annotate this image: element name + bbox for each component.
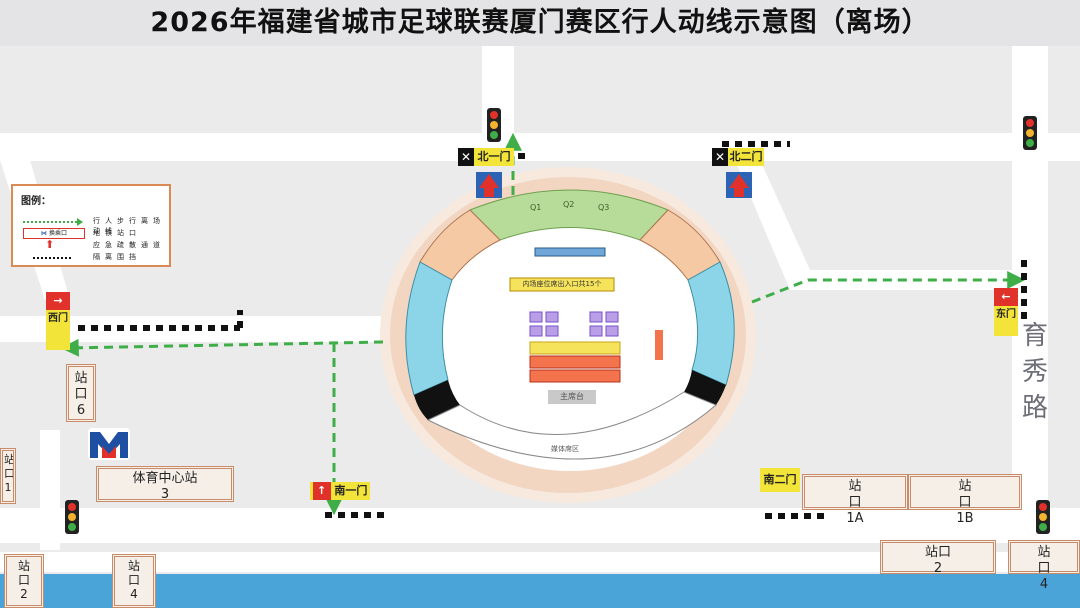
gate-south-2[interactable]: 南二门	[760, 468, 800, 492]
legend-panel: 图例： 行人步行离场动线 ⋈ 换乘口 地铁站口 ⬆ 应急疏散通道 隔离围挡	[11, 184, 171, 267]
red-up-arrow-icon: ⬆	[45, 238, 55, 251]
station-exit-1: 站口1	[0, 448, 16, 504]
pitch-top-strip	[534, 247, 606, 257]
metro-gate-icon: ⋈ 换乘口	[23, 228, 85, 239]
gate-east[interactable]: ← 东门	[994, 288, 1018, 336]
south-arrow-icon: ↑	[312, 482, 331, 500]
south-left-road	[40, 430, 60, 550]
station-exit-1b: 站口1B	[908, 474, 1022, 526]
stadium-entry-notice: 内场座位席出入口共15个	[522, 280, 602, 288]
route-east	[751, 271, 1026, 304]
river	[0, 574, 1080, 608]
green-dotted-arrow-icon	[23, 218, 83, 226]
station-exit-2: 站口2	[4, 554, 44, 608]
road-name-label: 育秀路	[1021, 321, 1048, 423]
north-stand-label: Q1	[530, 203, 542, 212]
metro-logo-icon	[88, 428, 130, 460]
station-exit-1a: 站口1A	[802, 474, 908, 526]
station-exit-4-right: 站口4	[1008, 540, 1080, 592]
traffic-light-sw	[65, 500, 79, 534]
side-label	[655, 330, 663, 360]
east-diagonal-road	[735, 160, 1012, 290]
traffic-light-east	[1023, 116, 1037, 150]
red-arrow-north-1	[479, 174, 499, 197]
traffic-light-se	[1036, 500, 1050, 534]
stadium-main-stage: 主席台	[560, 392, 584, 401]
station-exit-6: 站口6	[66, 364, 96, 422]
stadium	[380, 167, 756, 503]
legend-heading: 图例：	[21, 196, 51, 207]
west-arrow-icon: →	[46, 292, 70, 310]
gate-west[interactable]: → 西门	[46, 292, 70, 350]
traffic-light-north	[487, 108, 501, 142]
station-exit-2-right: 站口2	[880, 540, 996, 576]
seat-block-purple	[529, 311, 619, 337]
legend-item: 行人步行离场动线	[23, 216, 168, 235]
black-dotted-line-icon	[33, 257, 73, 259]
traffic-lights	[65, 108, 1050, 534]
legend-item: 隔离围挡	[23, 252, 168, 264]
legend-item: ⋈ 换乘口 地铁站口	[23, 228, 168, 240]
no-entry-icon: ✕	[458, 148, 474, 166]
north-stand-label: Q3	[598, 203, 610, 212]
emergency-arrows	[476, 172, 752, 198]
north-road	[0, 133, 1080, 161]
route-west	[60, 338, 384, 357]
seat-block-red	[529, 355, 621, 383]
stadium-south-label: 媒体席区	[551, 445, 579, 453]
main-stage	[548, 390, 596, 404]
map-title: 2026年福建省城市足球联赛厦门赛区行人动线示意图（离场）	[0, 0, 1080, 46]
metro-station-label: 体育中心站3	[96, 466, 234, 502]
legend-item: ⬆ 应急疏散通道	[45, 238, 165, 251]
east-arrow-icon: ←	[994, 288, 1018, 306]
no-entry-icon: ✕	[712, 148, 728, 166]
south-road	[0, 508, 1080, 543]
gate-north-2[interactable]: 北二门	[728, 148, 764, 166]
seat-block-yellow	[529, 341, 621, 355]
red-arrow-north-2	[729, 174, 749, 197]
gate-south-1[interactable]: ↑ 南一门	[310, 482, 370, 500]
notice-board	[509, 277, 615, 292]
gate-north-1[interactable]: 北一门	[474, 148, 514, 166]
station-exit-4-left: 站口4	[112, 554, 156, 608]
south-stand	[426, 391, 717, 460]
lower-road	[0, 552, 1080, 572]
north-stand-label: Q2	[563, 200, 575, 209]
